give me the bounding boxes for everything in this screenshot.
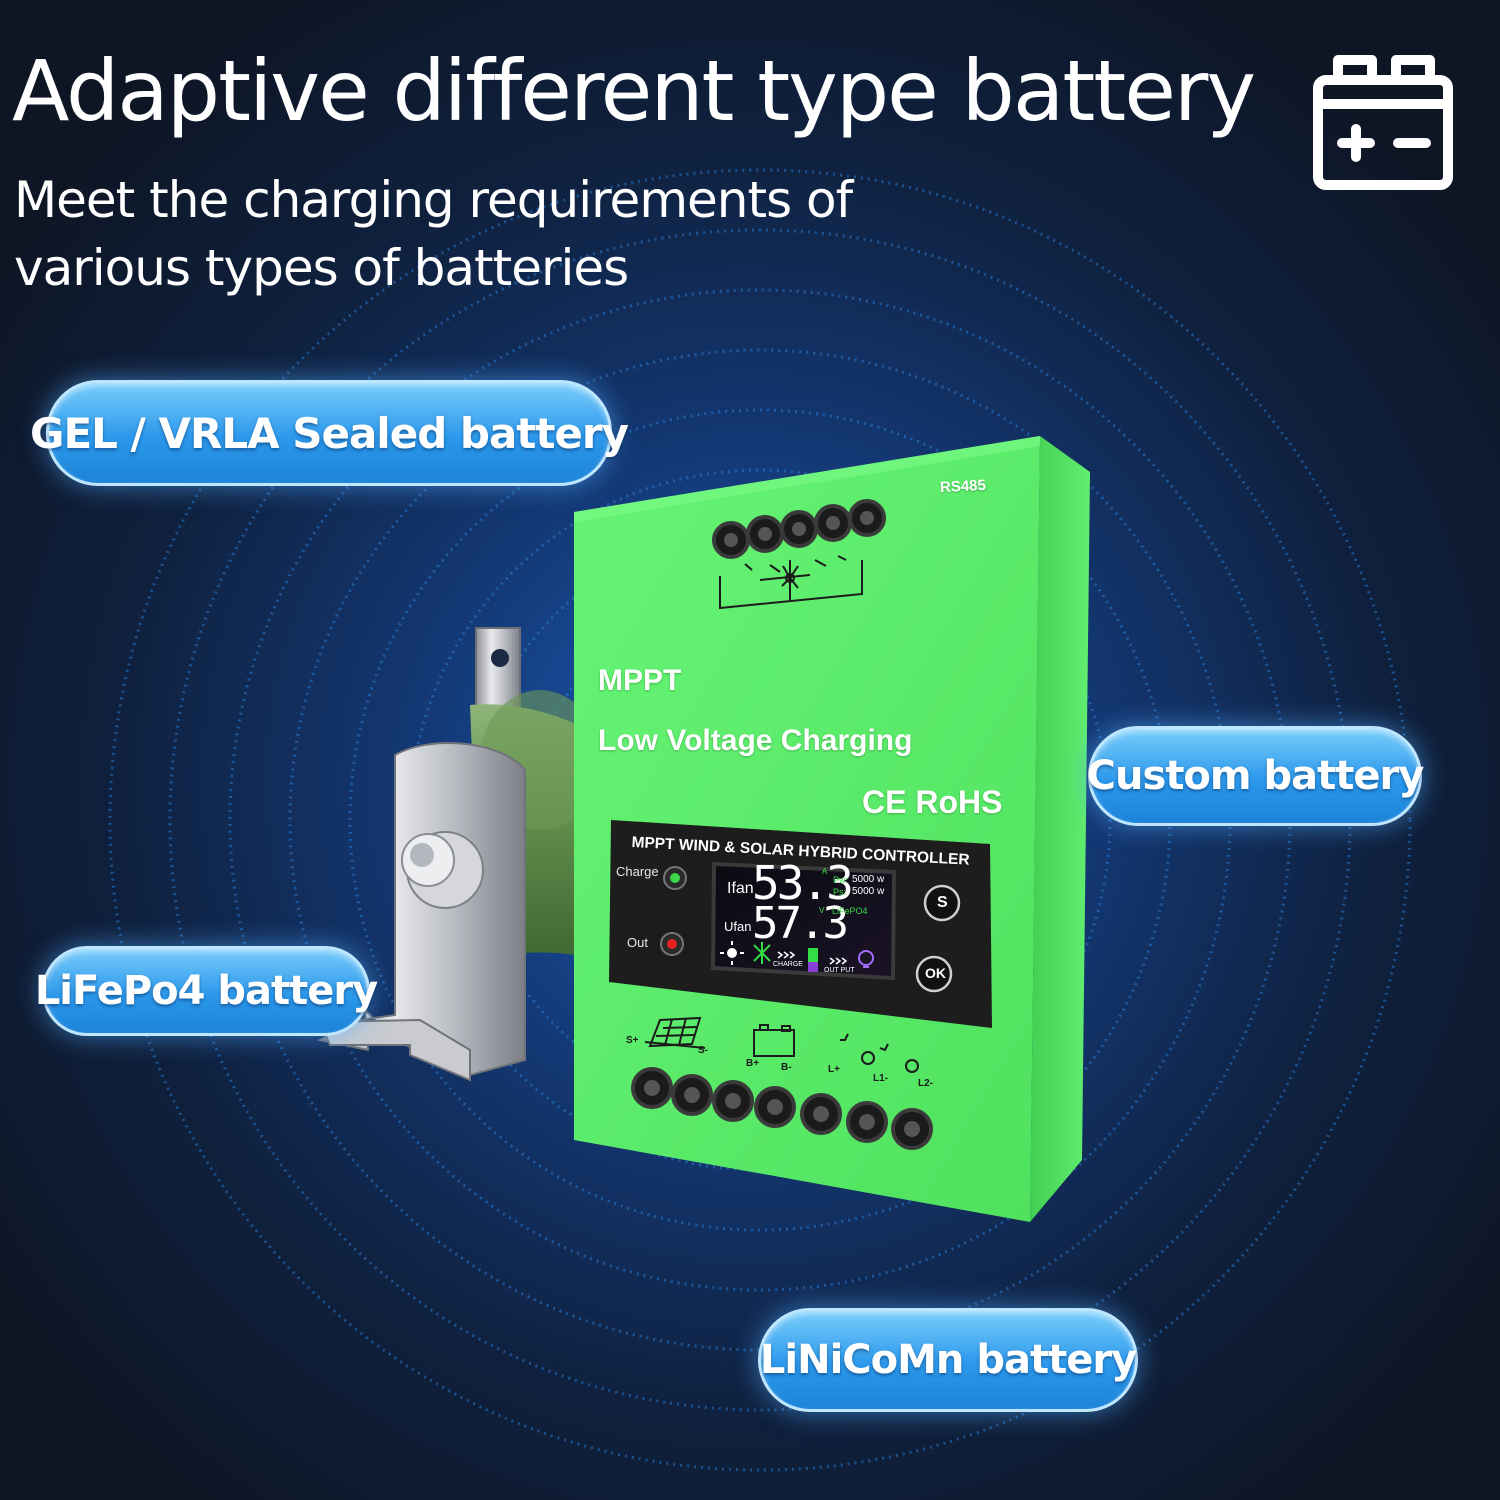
terminal-l2-minus: L2- [918,1078,933,1089]
lifepo4-battery-label: LiFePo4 battery [34,968,378,1014]
voltage-readout: 57.3 [752,898,849,949]
rs485-label: RS485 [939,476,987,497]
terminal-l1-minus: L1- [873,1073,888,1084]
terminal-battery-icon [753,1024,795,1057]
charge-led [670,873,680,883]
terminal-s-minus: S- [698,1045,708,1056]
lcd-output-label: OUT PUT [824,967,855,974]
lcd-charge-label: CHARGE [773,961,803,968]
battery-icon [1313,55,1453,190]
charge-led-label: Charge [616,864,659,879]
lcd-screen [711,862,896,980]
controller-device [574,436,1090,1222]
voltage-unit: V [819,906,825,915]
button-ok-circle[interactable] [915,955,953,993]
out-led [667,939,677,949]
pw-label: Pw: [833,875,849,885]
wind-turbine-icon [719,555,863,610]
terminal-b-minus: B- [781,1062,792,1073]
ps-readout: 5000 w [852,886,885,897]
battery-type-readout: LiFePO4 [832,906,868,916]
sun-icon [720,941,744,965]
certification-label: CE RoHS [862,784,1003,820]
solar-panel-icon [644,1016,706,1049]
linicomn-battery-pill: LiNiCoMn battery [758,1308,1138,1412]
bulb-icon [858,950,874,968]
fan-icon [753,942,771,964]
button-s-circle[interactable] [923,884,961,922]
terminal-s-plus: S+ [626,1035,639,1046]
current-unit: A [822,867,828,876]
gel-battery-label: GEL / VRLA Sealed battery [29,408,629,458]
battery-level-icon [808,948,818,972]
pw-readout: 5000 w [852,874,885,885]
arrows-icon [777,951,848,965]
lifepo4-battery-pill: LiFePo4 battery [35,946,378,1036]
subheadline: Meet the charging requirements of variou… [14,171,853,297]
s-button[interactable]: S [937,894,948,911]
ok-button[interactable]: OK [925,965,946,981]
mppt-label: MPPT [598,664,682,697]
current-label: Ifan [727,880,754,897]
bottom-cable-holes [631,1067,933,1150]
terminal-b-plus: B+ [746,1058,760,1069]
gel-battery-pill: GEL / VRLA Sealed battery [30,380,629,486]
ps-label: Ps: [833,887,847,897]
custom-battery-label: Custom battery [1086,753,1425,799]
low-voltage-charging-label: Low Voltage Charging [598,724,913,757]
custom-battery-pill: Custom battery [1086,726,1425,826]
out-led-label: Out [627,935,648,950]
dump-load-resistor [316,627,600,1082]
voltage-label: Ufan [724,919,752,934]
headline: Adaptive different type battery [12,42,1256,140]
current-readout: 53.3 [752,856,854,910]
terminal-l-plus: L+ [828,1064,840,1075]
load-lamp-icon [840,1033,919,1073]
linicomn-battery-label: LiNiCoMn battery [759,1337,1137,1383]
top-cable-holes [712,499,886,559]
